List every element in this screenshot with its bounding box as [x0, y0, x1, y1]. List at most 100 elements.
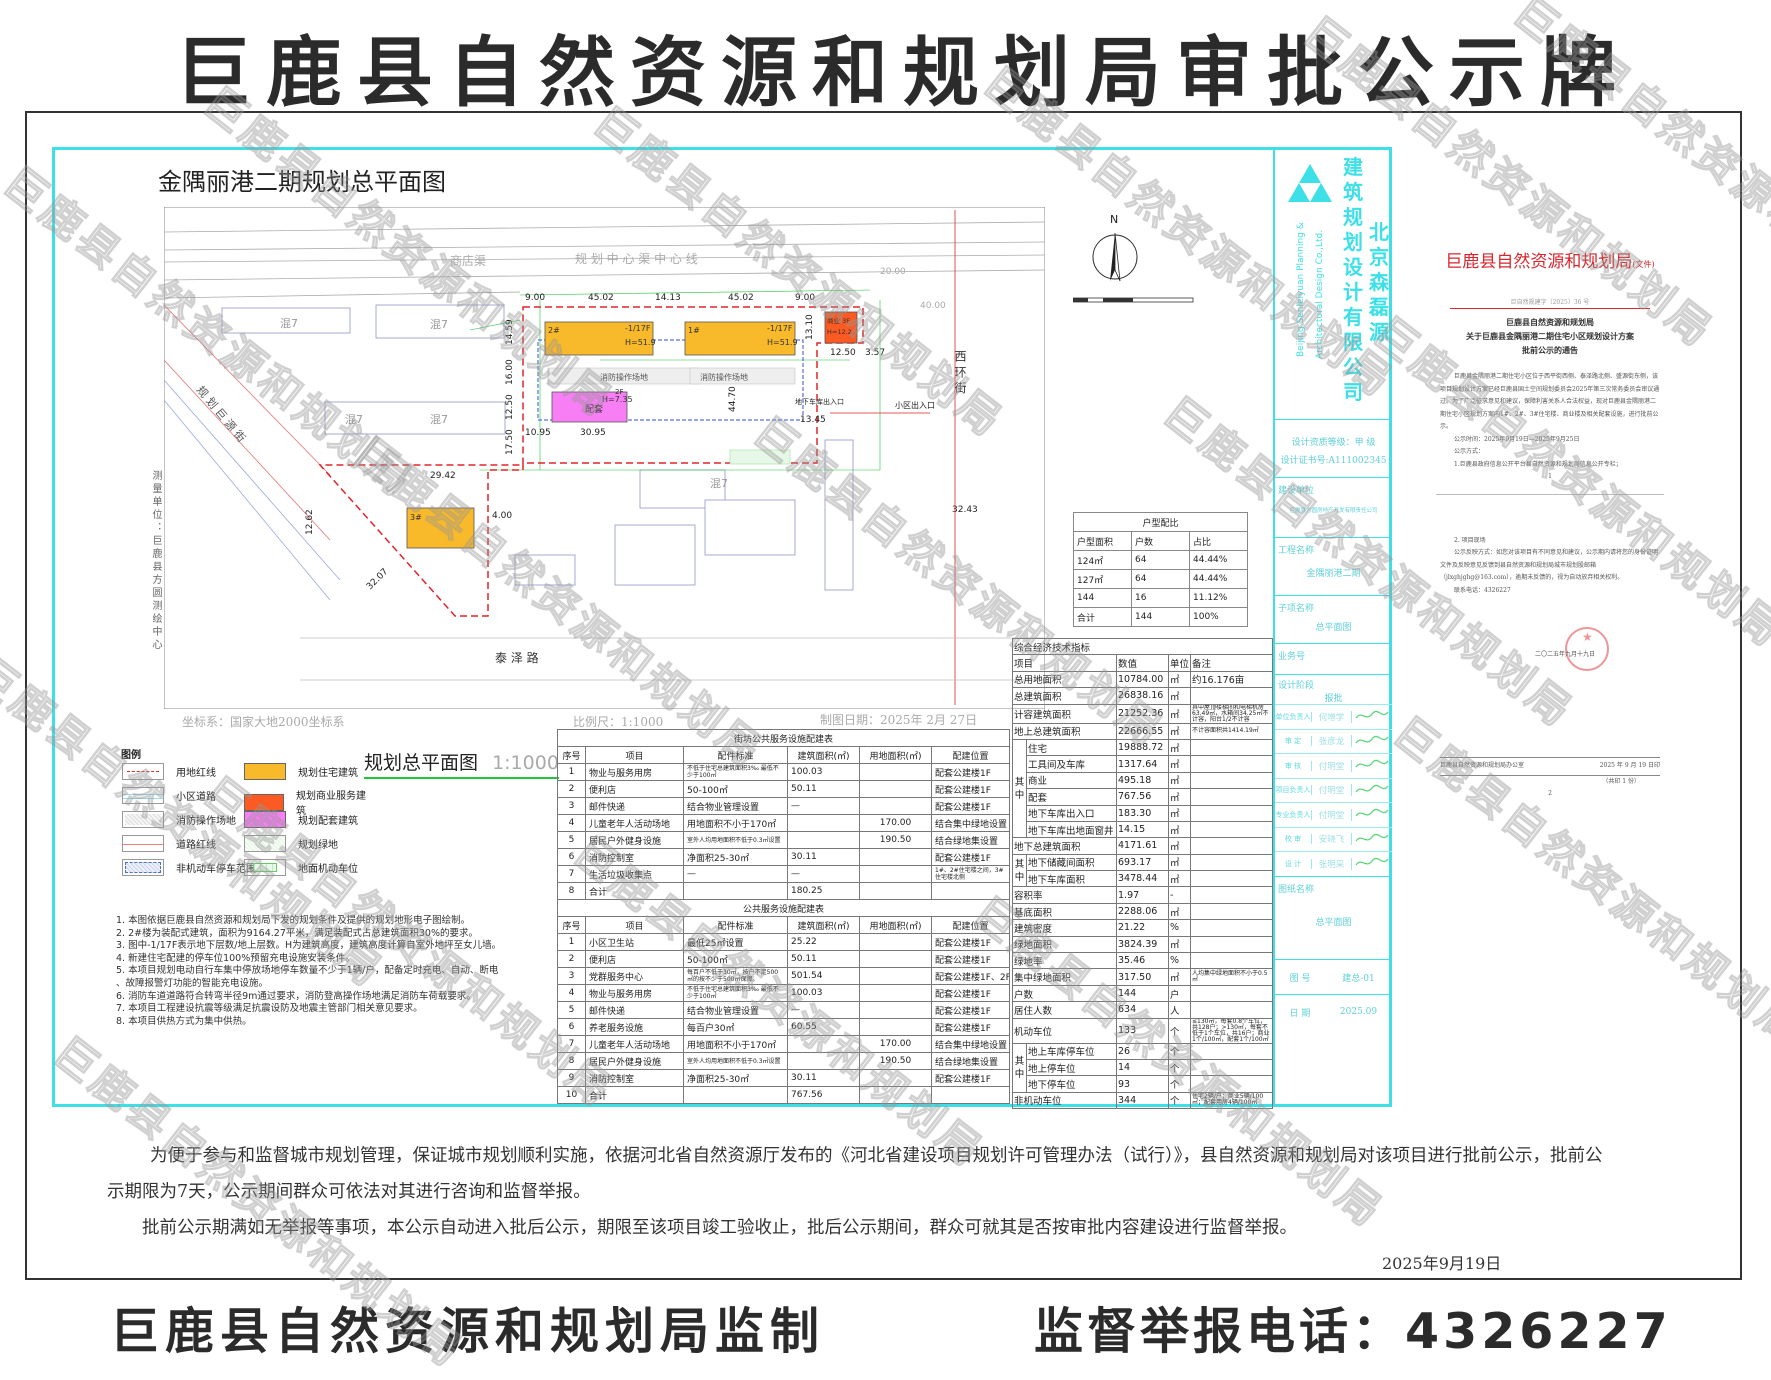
indicator-note: ≤130㎡，每套0.8个车位，共128户；>130㎡，每套不低于1个车位，共16…	[1189, 1017, 1274, 1044]
indicator-note	[1189, 952, 1274, 970]
indicator-note	[1189, 837, 1274, 855]
legend-item: 消防操作场地	[122, 811, 236, 828]
note-line: 、故障报警灯功能的智能充电设施。	[116, 977, 269, 989]
indicator-name: 计容建筑面积	[1012, 703, 1117, 724]
indicator-value: 1.97	[1116, 886, 1169, 904]
dimension: 45.02	[588, 293, 614, 303]
indicator-name: 集中绿地面积	[1012, 968, 1117, 986]
table-cell: 生活垃圾收集点	[585, 865, 684, 883]
project-label: 工程名称	[1278, 546, 1315, 556]
client-name: 巨鹿县方圆房地产开发有限责任公司	[1289, 508, 1378, 514]
table-cell: 居民户外健身设施	[585, 831, 684, 849]
dimension: 14.13	[655, 293, 681, 303]
table-cell: 邮件快递	[585, 797, 684, 815]
table-cell: 配套公建楼1F	[930, 984, 1011, 1002]
table-cell	[859, 848, 932, 866]
drawing-title: 金隅丽港二期规划总平面图	[158, 168, 446, 196]
signature-row: 设 计张明采	[1275, 851, 1392, 876]
legend-label: 规划商业服务建筑	[296, 791, 366, 817]
table-cell: 1	[557, 933, 586, 951]
notice-agency: 巨鹿县自然资源和规划局	[1445, 252, 1633, 272]
table-header-row: 序号项目配件标准建筑面积(㎡)用地面积(㎡)配建位置	[557, 916, 1011, 934]
plan-title-text: 规划总平面图	[364, 752, 479, 774]
green-area	[729, 449, 791, 465]
entrance-label: 小区出入口	[895, 400, 935, 410]
table-cell: 党群服务中心	[585, 967, 684, 985]
qualification-block: 设计资质等级：甲 级 设计证书号:A111002345	[1275, 419, 1392, 477]
table-cell: 小区卫生站	[585, 933, 684, 951]
indicator-note	[1189, 902, 1274, 921]
commercial-height: H=12.2	[827, 328, 852, 336]
table-cell	[787, 814, 860, 832]
dimension: 4.00	[492, 511, 512, 521]
table-cell	[859, 797, 932, 815]
support-height: H=7.35	[602, 395, 633, 404]
table-cell: 配套公建楼1F	[930, 950, 1011, 968]
table-cell	[859, 967, 932, 985]
dimension: 44.70	[728, 386, 738, 412]
table-cell: 儿童老年人活动场地	[585, 1035, 684, 1053]
indicator-value: 3824.39	[1116, 935, 1169, 954]
date-label: 日 期	[1289, 1008, 1311, 1019]
table-cell: 190.50	[859, 831, 932, 849]
indicator-value: 26	[1116, 1042, 1169, 1060]
coordinate-system: 坐标系：国家大地2000坐标系	[182, 715, 345, 729]
signature-name: 何增学	[1312, 710, 1352, 723]
indicator-note	[1189, 771, 1274, 790]
indicator-name: 绿地率	[1012, 952, 1117, 970]
indicator-name: 总用地面积	[1012, 670, 1117, 689]
indicator-value: 14	[1116, 1058, 1169, 1077]
building-1-label: 1#	[688, 326, 700, 335]
indicator-unit: ㎡	[1168, 722, 1191, 740]
column-header: 配建位置	[930, 746, 1011, 764]
table-cell: 配套公建楼1F	[930, 797, 1011, 815]
table-title-row: 综合经济技术指标	[1011, 637, 1274, 656]
indicator-value: 693.17	[1116, 853, 1169, 872]
table-title-row: 户型配比	[1073, 512, 1248, 532]
table-cell: 64	[1131, 550, 1190, 570]
table-cell: 100%	[1189, 607, 1248, 627]
notice-signature: ★ 二〇二五年九月十九日	[1440, 627, 1660, 687]
legend-item: 规划住宅建筑	[244, 763, 358, 780]
indicator-name: 户数	[1012, 984, 1117, 1003]
indicator-value: 4171.61	[1116, 837, 1169, 855]
indicator-unit: ㎡	[1168, 902, 1191, 921]
table-title-row: 街坊公共服务设施配建表	[556, 729, 1011, 747]
indicator-note	[1189, 853, 1274, 872]
table-header-row: 户型面积户数占比	[1073, 531, 1248, 551]
column-header: 户数	[1131, 531, 1190, 551]
indicator-name: 非机动车位	[1012, 1091, 1117, 1110]
indicator-value: 133	[1116, 1017, 1169, 1044]
indicator-value: 2288.06	[1116, 902, 1169, 921]
indicator-value: 317.50	[1116, 968, 1169, 986]
notice-heading: 巨鹿县自然资源和规划局	[1506, 317, 1594, 327]
commercial-building	[824, 311, 858, 344]
company-name-en: Architectural Design Co.,Ltd.	[1315, 229, 1325, 359]
signature-name: 付明堂	[1312, 759, 1352, 772]
indicator-unit: ㎡	[1168, 820, 1191, 839]
canal-label: 商店渠	[450, 253, 486, 268]
signature-row: 项目负责人付明堂	[1275, 777, 1392, 803]
table-cell: 44.44%	[1189, 569, 1248, 589]
official-seal: ★	[1565, 627, 1609, 671]
survey-unit-label: 测量单位：巨鹿县方圆测绘中心	[150, 470, 161, 652]
qualification: 设计资质等级：甲 级	[1291, 438, 1376, 448]
indicator-unit: ㎡	[1168, 968, 1191, 986]
table-cell: 结合集中绿地设置	[930, 814, 1011, 832]
dimension: 12.50	[505, 394, 515, 420]
indicator-name: 地上车库停车位	[1026, 1042, 1117, 1060]
indicator-unit: ㎡	[1168, 870, 1191, 888]
table-cell: 11.12%	[1189, 588, 1248, 608]
dimension: 12.62	[305, 509, 315, 535]
table-cell	[787, 831, 860, 849]
indicator-note	[1189, 687, 1274, 705]
notice-doc-type: (文件)	[1632, 260, 1655, 269]
table-cell: 室外人均用地面积不低于0.3㎡设置	[683, 1052, 788, 1070]
support-label: 配套	[585, 403, 603, 415]
